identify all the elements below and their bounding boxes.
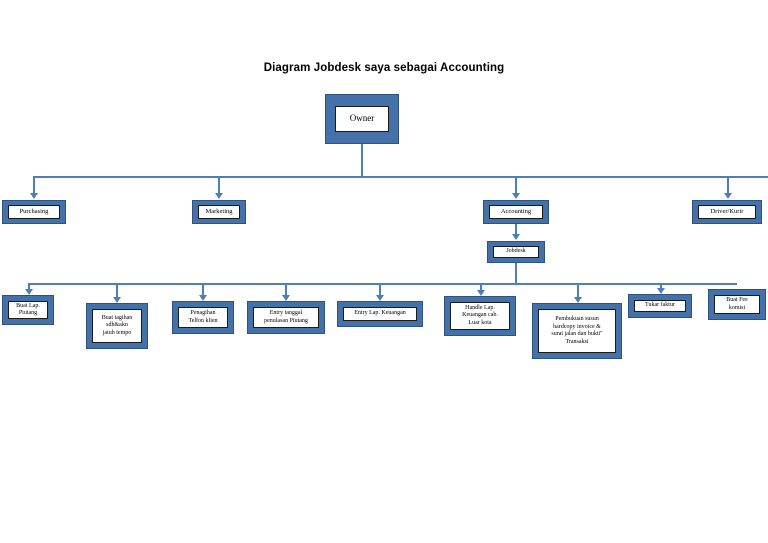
node-task-5-inner: Entry Lap. Keuangan bbox=[343, 307, 417, 321]
connector-owner-stem bbox=[361, 144, 363, 177]
node-owner-inner: Owner bbox=[335, 106, 389, 132]
node-accounting-inner: Accounting bbox=[489, 205, 543, 219]
connector-tasks-bus bbox=[28, 283, 735, 285]
node-jobdesk-label: Jobdesk bbox=[506, 248, 526, 255]
connector-level2-bus-main bbox=[33, 176, 728, 178]
arrow-task-7 bbox=[574, 297, 582, 303]
arrow-jobdesk bbox=[512, 234, 520, 240]
node-task-7-label: Pembukuan susun hardcopy invoice & surat… bbox=[551, 316, 603, 345]
connector-drop-task-4 bbox=[285, 283, 287, 296]
node-task-8-inner: Tukar faktur bbox=[634, 300, 686, 312]
node-task-4-inner: Entry tanggal penulasan Piutang bbox=[253, 307, 319, 328]
node-task-8-label: Tukar faktur bbox=[645, 302, 675, 309]
node-task-3-inner: Penagihan Telfon klien bbox=[178, 307, 228, 328]
node-jobdesk[interactable]: Jobdesk bbox=[487, 241, 545, 263]
connector-drop-purchasing bbox=[33, 176, 35, 194]
node-purchasing[interactable]: Purchasing bbox=[2, 200, 66, 224]
node-jobdesk-inner: Jobdesk bbox=[493, 246, 539, 258]
node-task-buat-fee-komisi[interactable]: Buat Fee komisi bbox=[708, 289, 766, 320]
node-task-penagihan-telfon[interactable]: Penagihan Telfon klien bbox=[172, 301, 234, 334]
connector-drop-task-9 bbox=[735, 283, 737, 285]
arrow-task-4 bbox=[282, 295, 290, 301]
arrow-task-1 bbox=[25, 289, 33, 295]
connector-drop-task-2 bbox=[116, 283, 118, 298]
arrow-task-6 bbox=[477, 290, 485, 296]
arrow-task-5 bbox=[376, 295, 384, 301]
node-task-4-label: Entry tanggal penulasan Piutang bbox=[264, 310, 308, 324]
node-task-1-inner: Buat Lap. Piutang bbox=[8, 301, 48, 319]
connector-drop-task-7 bbox=[577, 283, 579, 298]
node-task-3-label: Penagihan Telfon klien bbox=[188, 310, 218, 324]
connector-drop-task-6 bbox=[480, 283, 482, 291]
node-accounting-label: Accounting bbox=[500, 207, 532, 215]
node-driver-kurir[interactable]: Driver/Kurir bbox=[692, 200, 762, 224]
connector-drop-task-3 bbox=[202, 283, 204, 296]
connector-drop-accounting bbox=[515, 176, 517, 194]
connector-drop-task-8 bbox=[660, 283, 662, 289]
arrow-driver bbox=[724, 193, 732, 199]
node-task-5-label: Entry Lap. Keuangan bbox=[354, 310, 406, 317]
node-purchasing-label: Purchasing bbox=[19, 207, 49, 215]
arrow-task-3 bbox=[199, 295, 207, 301]
node-accounting[interactable]: Accounting bbox=[483, 200, 549, 224]
node-task-entry-tanggal[interactable]: Entry tanggal penulasan Piutang bbox=[247, 301, 325, 334]
arrow-purchasing bbox=[30, 193, 38, 199]
node-task-2-label: Buat tagihan sdh&akn jatuh tempo bbox=[101, 314, 133, 336]
node-task-7-inner: Pembukuan susun hardcopy invoice & surat… bbox=[538, 309, 616, 353]
node-task-2-inner: Buat tagihan sdh&akn jatuh tempo bbox=[92, 309, 142, 343]
node-task-buat-lap-piutang[interactable]: Buat Lap. Piutang bbox=[2, 295, 54, 325]
node-owner-label: Owner bbox=[349, 113, 375, 124]
node-task-entry-lap-keuangan[interactable]: Entry Lap. Keuangan bbox=[337, 301, 423, 327]
node-task-handle-lap-keuangan[interactable]: Handle Lap. Keuangan cab. Luar kota bbox=[444, 296, 516, 336]
node-owner[interactable]: Owner bbox=[325, 94, 399, 144]
node-marketing-label: Marketing bbox=[205, 207, 233, 215]
node-marketing-inner: Marketing bbox=[198, 205, 240, 219]
node-task-9-label: Buat Fee komisi bbox=[726, 297, 748, 311]
node-task-pembukuan[interactable]: Pembukuan susun hardcopy invoice & surat… bbox=[532, 303, 622, 359]
page-title: Diagram Jobdesk saya sebagai Accounting bbox=[263, 62, 505, 74]
connector-drop-driver bbox=[727, 176, 729, 194]
arrow-task-2 bbox=[113, 297, 121, 303]
node-driver-kurir-inner: Driver/Kurir bbox=[698, 205, 756, 219]
connector-drop-task-5 bbox=[379, 283, 381, 296]
connector-drop-task-1 bbox=[28, 283, 30, 290]
arrow-task-8 bbox=[657, 288, 665, 294]
node-purchasing-inner: Purchasing bbox=[8, 205, 60, 219]
node-task-9-inner: Buat Fee komisi bbox=[714, 295, 760, 314]
node-marketing[interactable]: Marketing bbox=[192, 200, 246, 224]
connector-drop-marketing bbox=[218, 176, 220, 194]
node-task-6-inner: Handle Lap. Keuangan cab. Luar kota bbox=[450, 302, 510, 330]
node-task-tukar-faktur[interactable]: Tukar faktur bbox=[628, 294, 692, 318]
arrow-accounting bbox=[512, 193, 520, 199]
connector-jobdesk-stem bbox=[515, 263, 517, 284]
node-task-buat-tagihan[interactable]: Buat tagihan sdh&akn jatuh tempo bbox=[86, 303, 148, 349]
arrow-marketing bbox=[215, 193, 223, 199]
node-driver-kurir-label: Driver/Kurir bbox=[710, 207, 744, 215]
node-task-1-label: Buat Lap. Piutang bbox=[16, 302, 40, 317]
connector-accounting-jobdesk bbox=[515, 224, 517, 235]
node-task-6-label: Handle Lap. Keuangan cab. Luar kota bbox=[462, 304, 498, 326]
